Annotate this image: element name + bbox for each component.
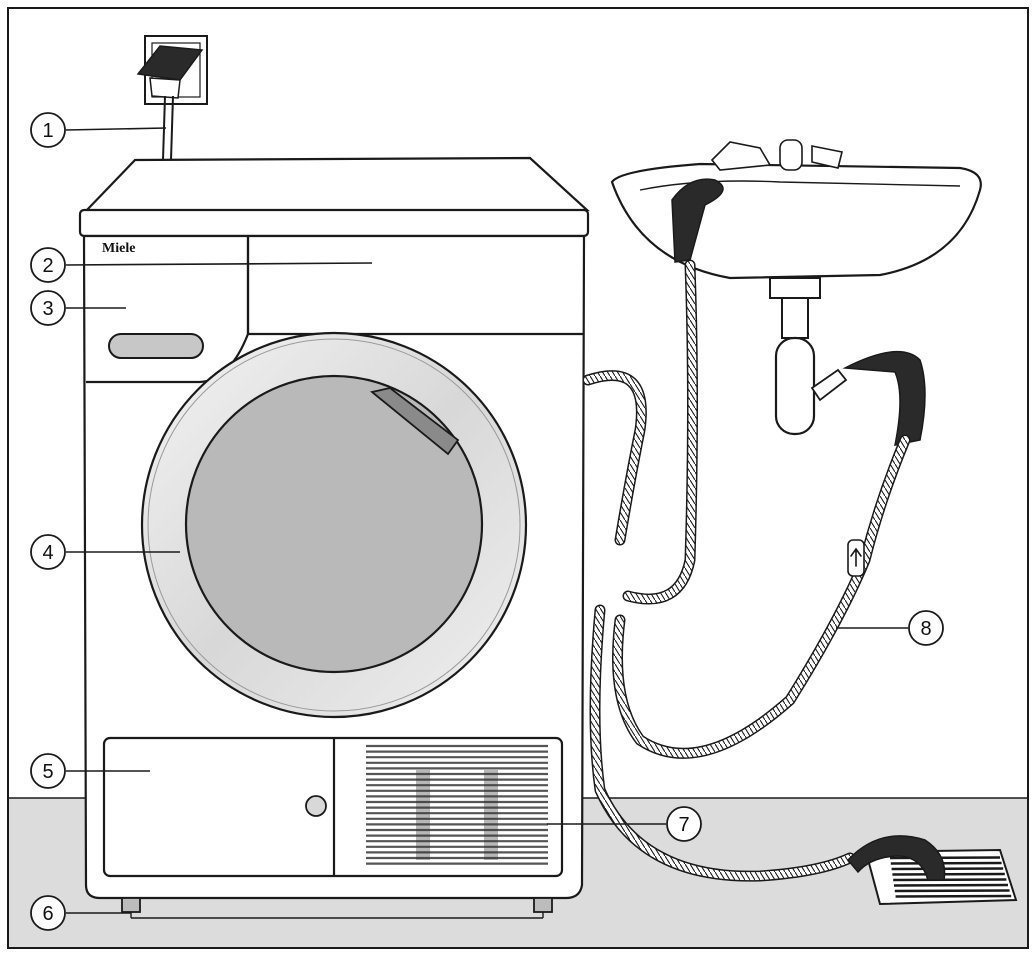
drain-slot: [893, 883, 1009, 887]
tumble-dryer: Miele: [78, 156, 590, 919]
hose-to-trap: [612, 434, 911, 759]
callout-2-label: 2: [42, 255, 53, 277]
callout-5-label: 5: [42, 761, 53, 783]
callout-4: 4: [30, 534, 66, 570]
frame-border: [7, 7, 1029, 949]
drain-slot: [892, 872, 1005, 876]
callout-2: 2: [30, 247, 66, 283]
callout-3: 3: [30, 290, 66, 326]
air-outlet-grille: [366, 744, 548, 865]
panel-knob: [305, 795, 327, 817]
door-handle: [369, 387, 460, 456]
grille-shadow: [416, 770, 430, 860]
callout-1-label: 1: [42, 120, 53, 142]
hose-to-floor-drain: [589, 604, 856, 882]
callout-7: 7: [666, 806, 702, 842]
floor-drain-slots: [889, 856, 1012, 898]
callout-1: 1: [30, 112, 66, 148]
drain-slot: [890, 861, 1002, 865]
drain-hoses: [582, 259, 911, 882]
door-glass: [184, 374, 484, 674]
brand-label: Miele: [102, 241, 135, 256]
callout-5: 5: [30, 753, 66, 789]
callout-4-label: 4: [42, 542, 53, 564]
drain-slot: [893, 878, 1007, 882]
drain-slot: [891, 867, 1004, 871]
drain-slot: [895, 894, 1012, 898]
callout-8: 8: [908, 610, 944, 646]
callout-8-label: 8: [920, 618, 931, 640]
callout-leaders: [65, 127, 908, 914]
callout-3-label: 3: [42, 298, 53, 320]
hose-to-sink: [582, 259, 698, 605]
floor-drain: [846, 835, 1018, 906]
wash-basin: [610, 139, 982, 446]
callout-badges: 1 2 3 4 5 6 7 8: [30, 112, 944, 931]
callout-6: 6: [30, 895, 66, 931]
callout-7-label: 7: [678, 814, 689, 836]
grille-shadow: [484, 770, 498, 860]
callout-6-label: 6: [42, 903, 53, 925]
drain-slot: [894, 889, 1010, 893]
